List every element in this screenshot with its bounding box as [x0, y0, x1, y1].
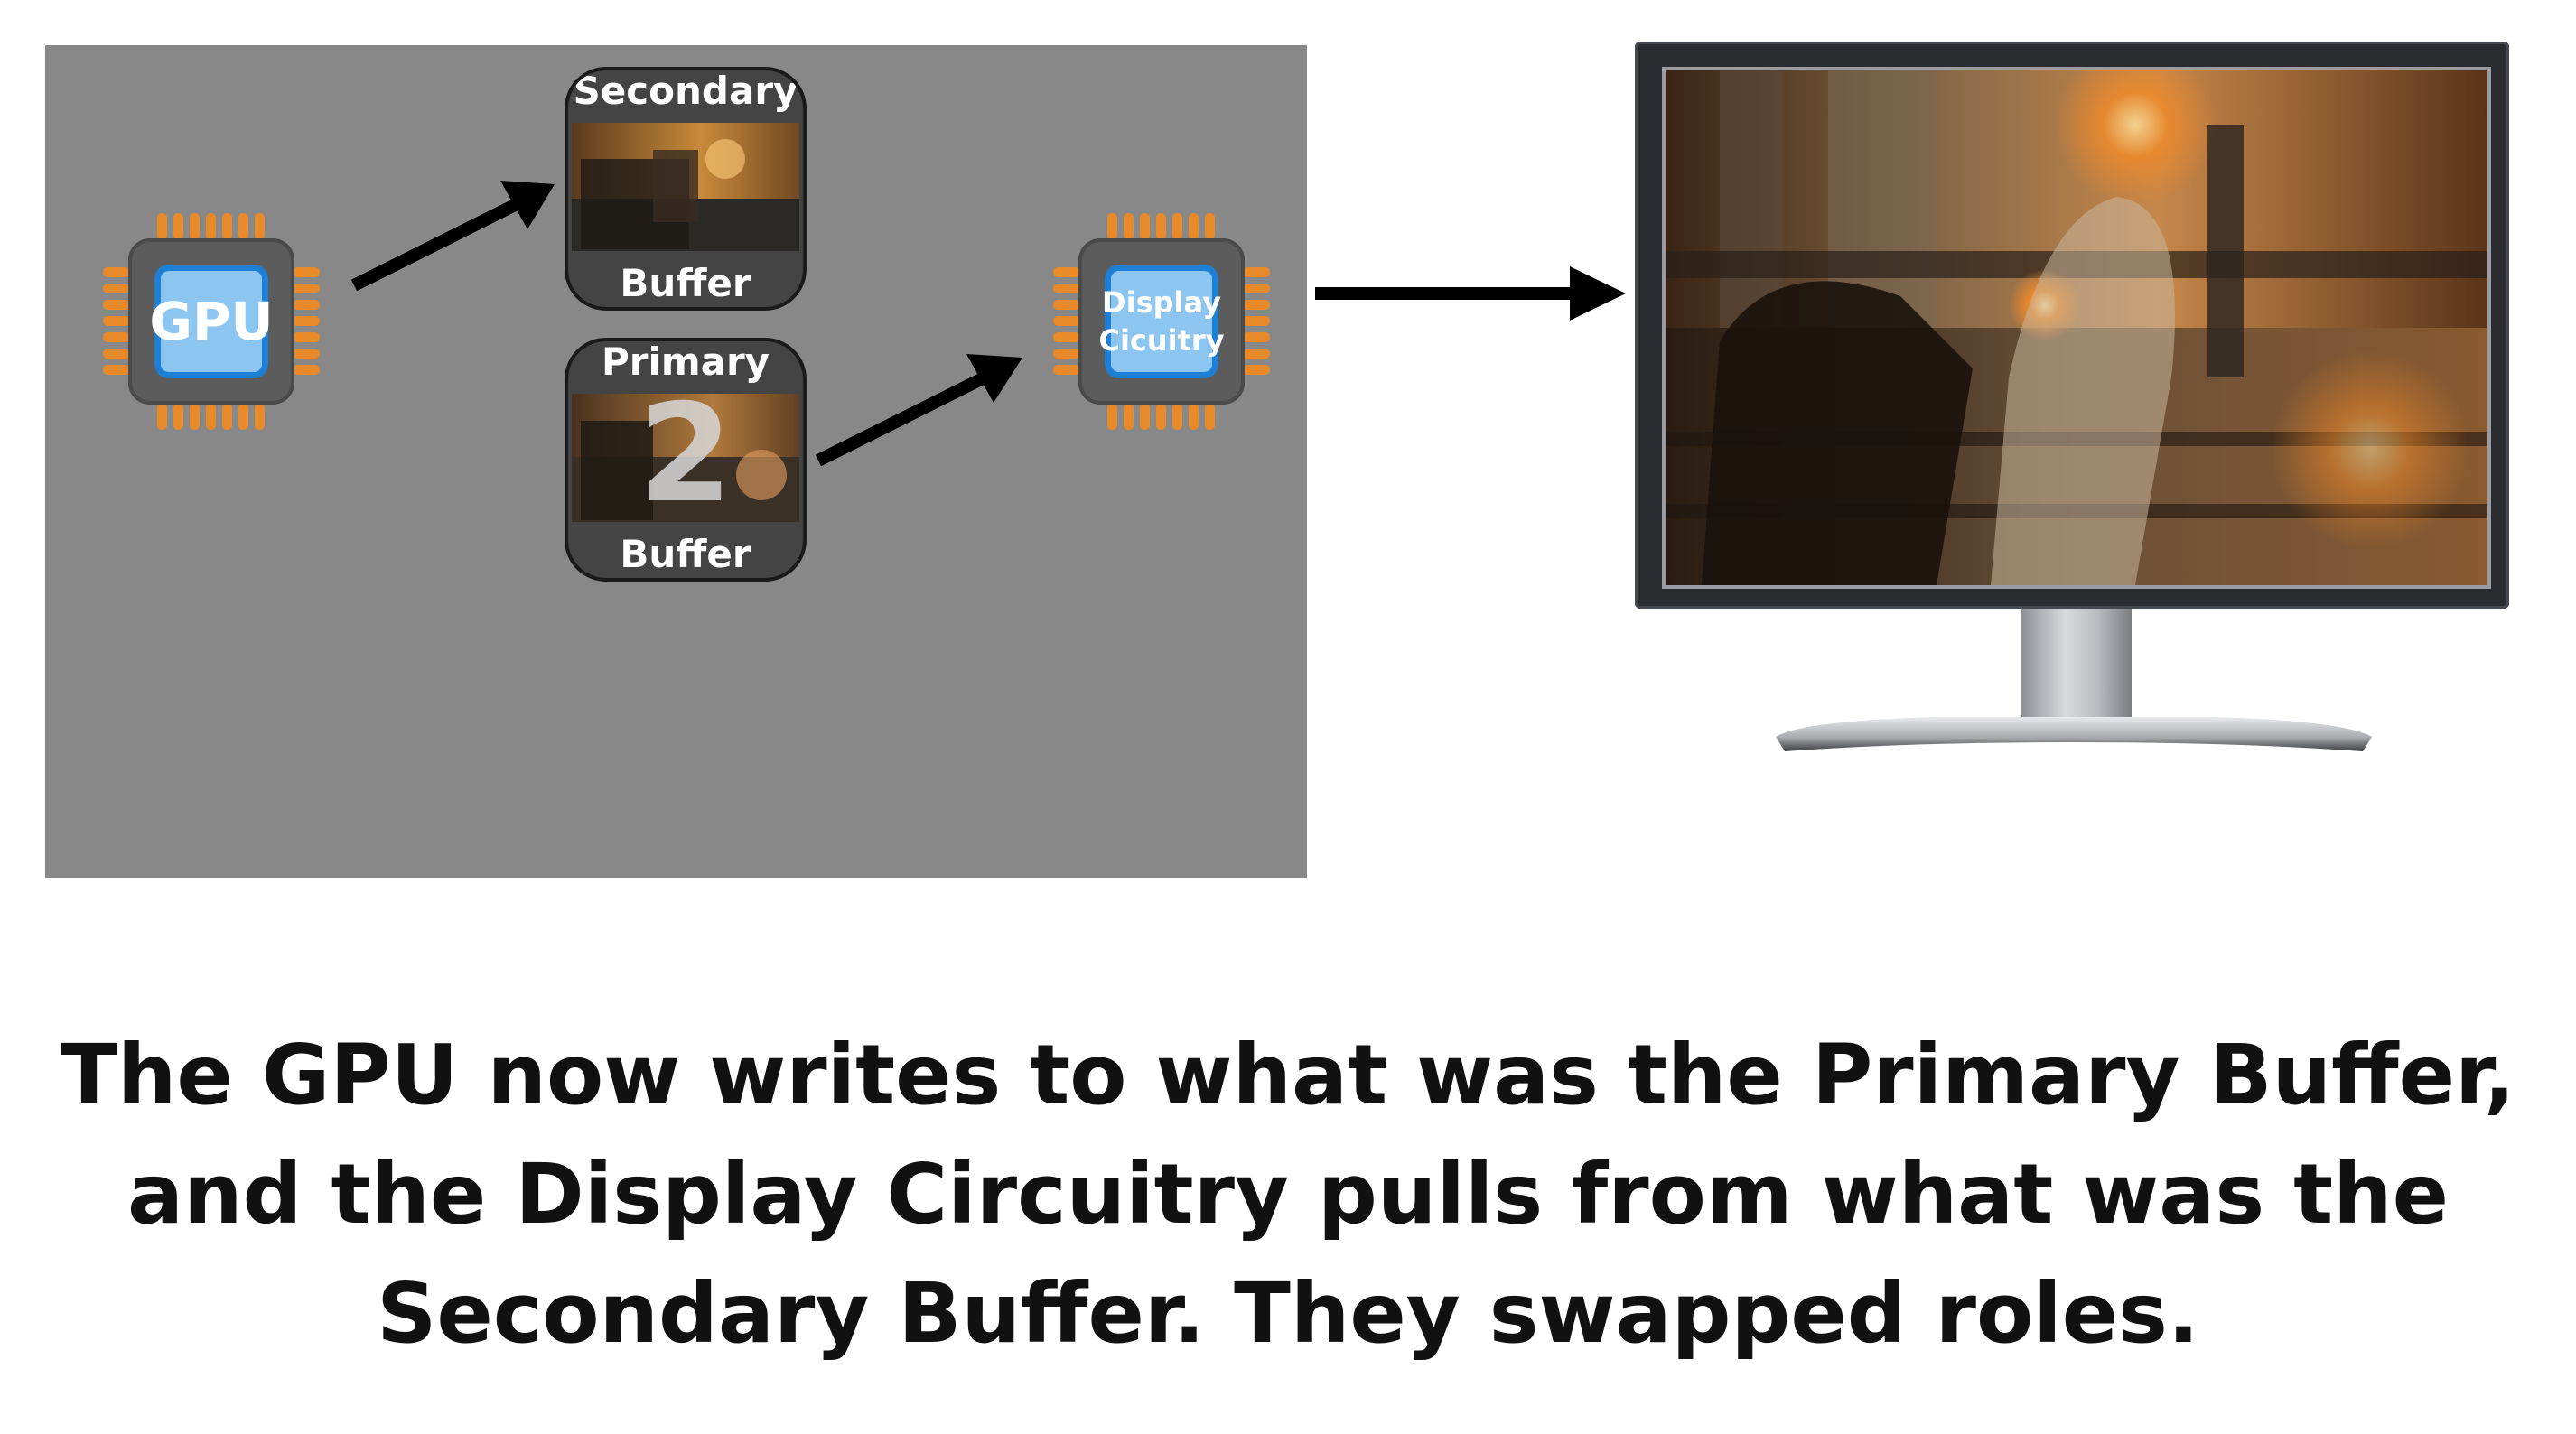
chip-pin — [1140, 403, 1150, 430]
primary-buffer-top-label: Primary — [601, 340, 770, 384]
display-chip-label-line2: Cicuitry — [1098, 323, 1225, 358]
chip-pin — [293, 332, 320, 342]
primary-buffer-overlay-number: 2 — [638, 376, 733, 533]
chip-pin — [293, 349, 320, 358]
chip-pin — [103, 349, 130, 358]
chip-pin — [1053, 267, 1080, 277]
chip-pin — [1124, 213, 1134, 240]
secondary-buffer: Secondary Buffer — [565, 67, 807, 311]
chip-pin — [1243, 267, 1270, 277]
chip-pin — [190, 403, 200, 430]
chip-pin — [293, 284, 320, 293]
chip-pin — [1053, 284, 1080, 293]
chip-pin — [1140, 213, 1150, 240]
chip-pin — [1053, 365, 1080, 375]
chip-pin — [1053, 300, 1080, 310]
chip-pin — [173, 403, 183, 430]
chip-pin — [238, 213, 248, 240]
chip-pin — [157, 213, 167, 240]
monitor-game-frame-image — [1666, 70, 2487, 585]
arrow-primary-to-display — [815, 368, 995, 467]
chip-pin — [1124, 403, 1134, 430]
chip-pin — [206, 403, 216, 430]
chip-pin — [222, 213, 232, 240]
chip-pin — [1243, 332, 1270, 342]
chip-pin — [1172, 213, 1182, 240]
chip-pin — [1243, 316, 1270, 326]
chip-pin — [1189, 403, 1199, 430]
display-chip-label-line1: Display — [1102, 285, 1221, 320]
arrow-gpu-to-secondary — [350, 194, 527, 292]
chip-pin — [173, 213, 183, 240]
primary-buffer: 2 Primary Buffer — [565, 338, 807, 582]
chip-pin — [255, 403, 265, 430]
caption-line-3: Secondary Buffer. They swapped roles. — [377, 1265, 2199, 1362]
display-circuitry-chip-icon: Display Cicuitry — [1053, 213, 1270, 430]
chip-pin — [103, 284, 130, 293]
chip-pin — [157, 403, 167, 430]
chip-pin — [1156, 213, 1166, 240]
chip-pin — [293, 300, 320, 310]
arrow-head-primary-to-display — [966, 354, 1022, 403]
chip-pin — [190, 213, 200, 240]
chip-pin — [238, 403, 248, 430]
gpu-chip-icon: GPU — [103, 213, 320, 430]
arrow-head-gpu-to-secondary — [500, 181, 555, 229]
chip-pin — [1053, 349, 1080, 358]
chip-pin — [103, 316, 130, 326]
chip-pin — [293, 316, 320, 326]
chip-pin — [206, 213, 216, 240]
secondary-buffer-frame-image — [572, 123, 799, 251]
chip-pin — [1107, 213, 1117, 240]
chip-pin — [1205, 213, 1215, 240]
chip-pin — [1243, 284, 1270, 293]
secondary-buffer-bottom-label: Buffer — [620, 261, 751, 305]
caption-line-1: The GPU now writes to what was the Prima… — [61, 1027, 2515, 1123]
monitor-stand-neck — [2021, 607, 2132, 722]
chip-pin — [293, 365, 320, 375]
primary-buffer-frame-image — [572, 394, 799, 522]
display-chip-label: Display Cicuitry — [1098, 265, 1225, 378]
primary-buffer-bottom-label: Buffer — [620, 532, 751, 576]
chip-pin — [255, 213, 265, 240]
chip-pin — [1053, 316, 1080, 326]
chip-pin — [103, 332, 130, 342]
chip-pin — [1205, 403, 1215, 430]
chip-pin — [1107, 403, 1117, 430]
chip-pin — [1243, 300, 1270, 310]
chip-pin — [103, 267, 130, 277]
chip-pin — [1053, 332, 1080, 342]
chip-pin — [1243, 349, 1270, 358]
gpu-chip-label: GPU — [149, 265, 274, 378]
chip-pin — [1189, 213, 1199, 240]
secondary-buffer-top-label: Secondary — [573, 69, 798, 113]
monitor-screen — [1662, 67, 2491, 589]
monitor-stand-base — [1776, 717, 2372, 751]
chip-pin — [1243, 365, 1270, 375]
chip-pin — [1172, 403, 1182, 430]
flow-arrows — [350, 181, 1626, 467]
arrow-head-display-to-monitor — [1570, 266, 1626, 321]
chip-pin — [1156, 403, 1166, 430]
caption: The GPU now writes to what was the Prima… — [0, 1016, 2576, 1373]
caption-line-2: and the Display Circuitry pulls from wha… — [126, 1146, 2450, 1243]
chip-pin — [222, 403, 232, 430]
chip-pin — [103, 300, 130, 310]
chip-pin — [293, 267, 320, 277]
chip-pin — [103, 365, 130, 375]
